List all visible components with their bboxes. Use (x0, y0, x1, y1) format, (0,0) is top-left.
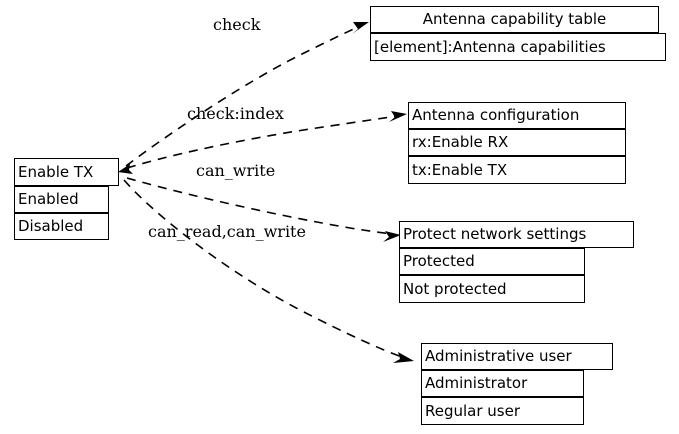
arrow-head-check-source (118, 164, 133, 174)
node-administrative-user-row-0[interactable]: Administrator (421, 370, 584, 397)
edge-path-can-read-can-write (123, 179, 406, 359)
node-enable-tx-title[interactable]: Enable TX (14, 158, 119, 186)
arrow-head-check-target (352, 22, 369, 34)
node-administrative-user-title[interactable]: Administrative user (421, 343, 613, 370)
node-antenna-capability-table-row-0[interactable]: [element]:Antenna capabilities (370, 33, 666, 61)
node-antenna-configuration-title[interactable]: Antenna configuration (408, 102, 626, 129)
node-protect-network-settings-row-1[interactable]: Not protected (399, 275, 585, 303)
node-protect-network-settings-title[interactable]: Protect network settings (399, 221, 634, 248)
arrow-head-can-read-can-write-target (393, 352, 414, 363)
arrow-head-check-index-target (389, 111, 407, 122)
node-enable-tx-row-1[interactable]: Disabled (14, 213, 109, 240)
edge-path-check (125, 25, 361, 167)
node-administrative-user-row-1[interactable]: Regular user (421, 397, 584, 425)
edge-label-check-index: check:index (187, 104, 284, 123)
edge-label-check: check (213, 15, 261, 34)
node-protect-network-settings-row-0[interactable]: Protected (399, 248, 585, 275)
edge-label-can-read-can-write: can_read,can_write (148, 222, 306, 241)
node-antenna-capability-table-title[interactable]: Antenna capability table (370, 6, 659, 33)
node-antenna-configuration-row-0[interactable]: rx:Enable RX (408, 129, 626, 156)
edge-label-can-write: can_write (196, 161, 276, 180)
node-enable-tx-row-0[interactable]: Enabled (14, 186, 109, 213)
node-antenna-configuration-row-1[interactable]: tx:Enable TX (408, 156, 626, 184)
